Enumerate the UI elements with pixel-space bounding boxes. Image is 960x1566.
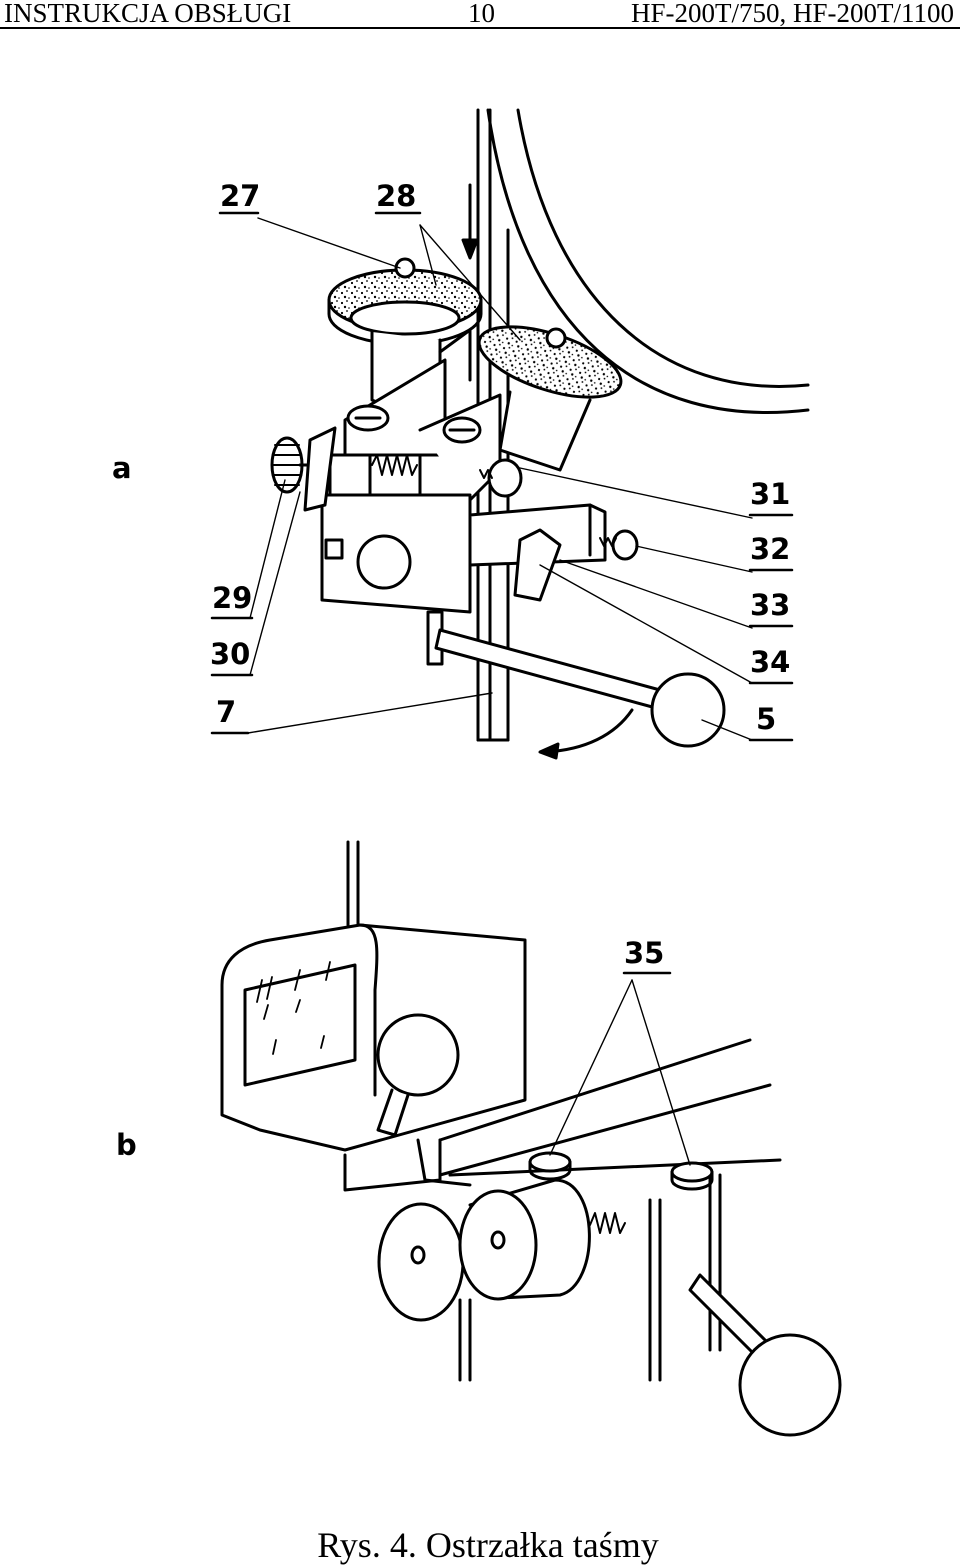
figure-b-drawing xyxy=(220,840,842,1437)
callout-34: 34 xyxy=(750,645,790,679)
header-manual-title: INSTRUKCJA OBSŁUGI xyxy=(4,0,292,28)
header-model-numbers: HF-200T/750, HF-200T/1100 xyxy=(631,0,954,28)
header-page-number: 10 xyxy=(468,0,495,28)
callout-32: 32 xyxy=(750,532,790,566)
figure-caption-text: Rys. 4. Ostrzałka taśmy xyxy=(317,1525,659,1565)
callout-28: 28 xyxy=(376,179,416,213)
figure-a-leader-lines xyxy=(247,217,753,741)
callout-5: 5 xyxy=(756,702,776,736)
page-header: INSTRUKCJA OBSŁUGI 10 HF-200T/750, HF-20… xyxy=(0,0,960,29)
callout-7: 7 xyxy=(216,695,236,729)
callout-27: 27 xyxy=(220,179,260,213)
callout-33: 33 xyxy=(750,588,790,622)
figure-a-label-underlines xyxy=(210,211,794,742)
figure-b-panel-label: b xyxy=(116,1128,137,1162)
callout-29: 29 xyxy=(212,581,252,615)
figure-b-leader-lines xyxy=(549,979,691,1166)
header-rule xyxy=(0,27,960,29)
figure-a-panel-label: a xyxy=(112,451,132,485)
callout-31: 31 xyxy=(750,477,790,511)
callout-35: 35 xyxy=(624,936,664,970)
figure-a-drawing xyxy=(270,108,810,760)
figure-caption: Rys. 4. Ostrzałka taśmy xyxy=(0,1524,960,1566)
callout-30: 30 xyxy=(210,637,250,671)
